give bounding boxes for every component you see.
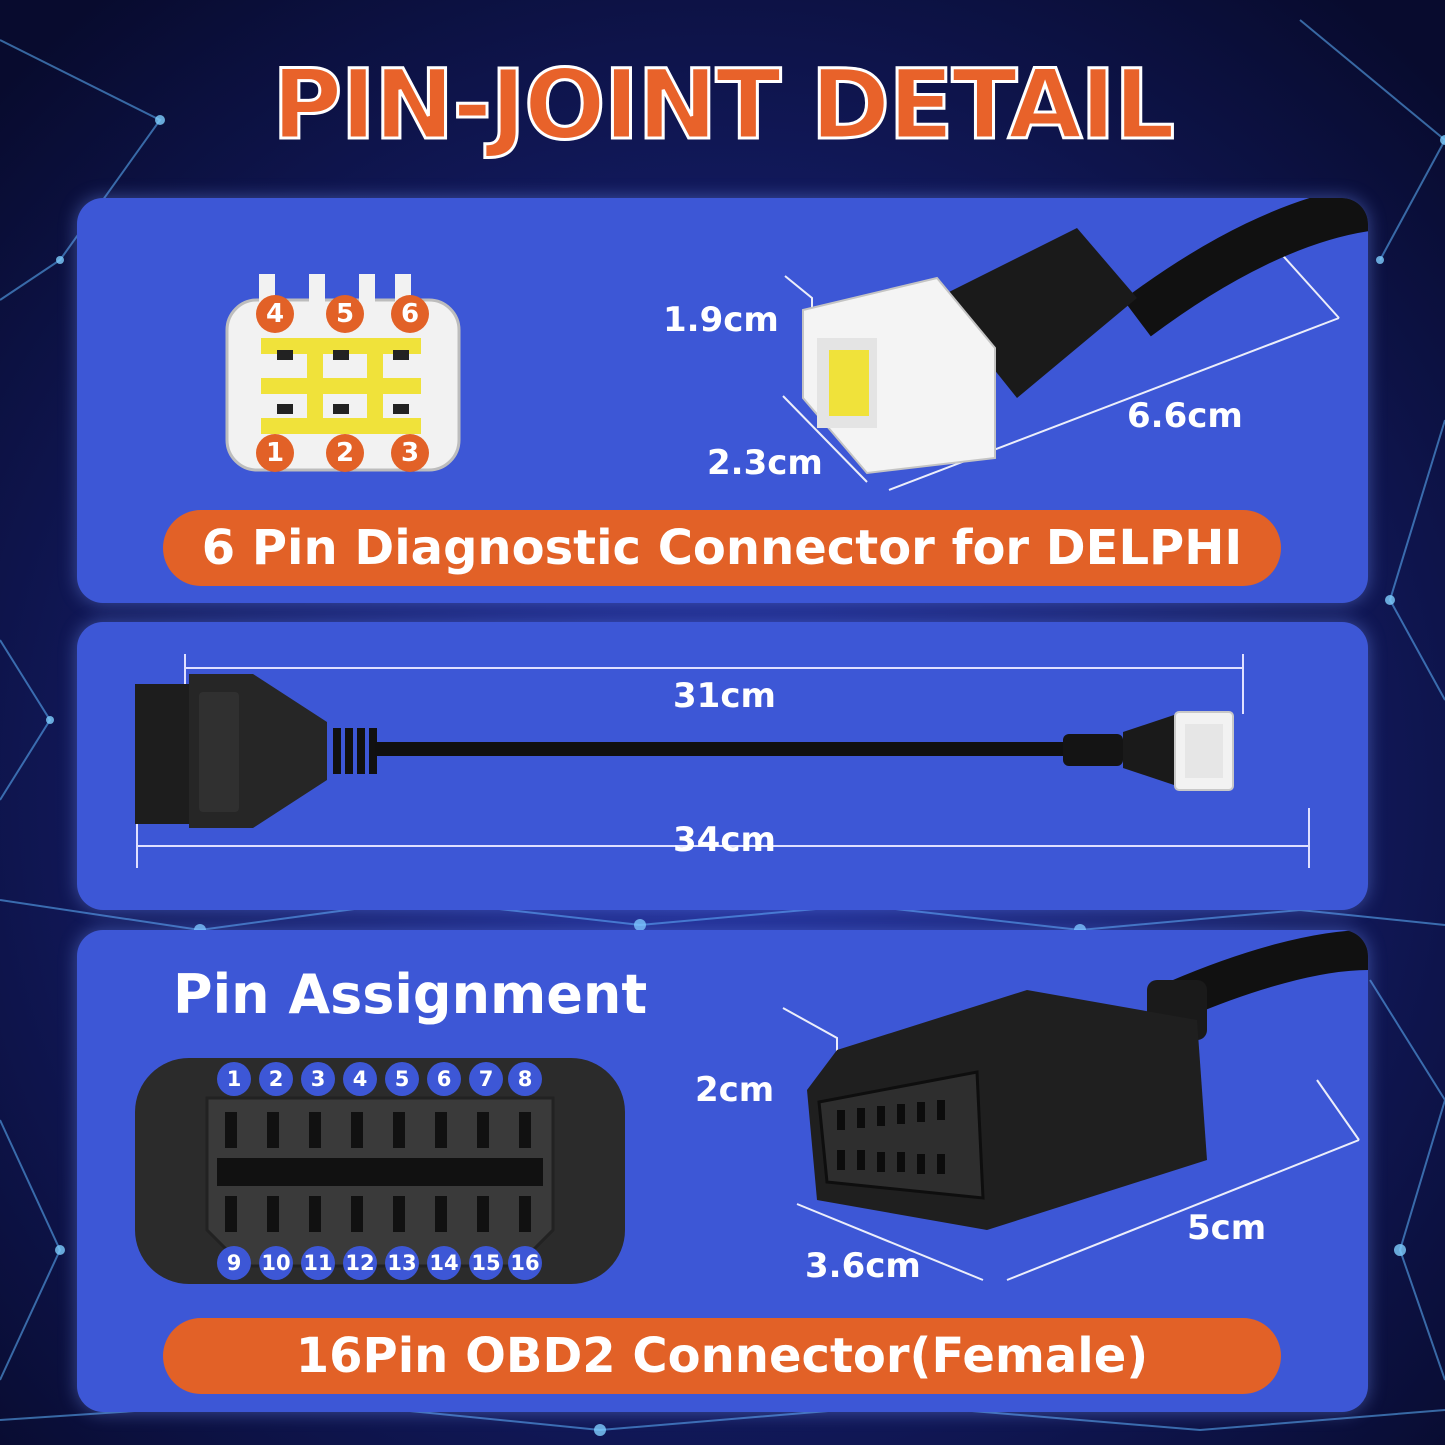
obd-pin-1: 1 bbox=[217, 1062, 251, 1096]
obd-pin-2: 2 bbox=[259, 1062, 293, 1096]
pin-assignment-heading: Pin Assignment bbox=[173, 963, 648, 1026]
obd-pin-10: 10 bbox=[259, 1246, 293, 1280]
obd-pin-4: 4 bbox=[343, 1062, 377, 1096]
obd-pin-15: 15 bbox=[469, 1246, 503, 1280]
page-title: PIN-JOINT DETAIL bbox=[270, 49, 1176, 162]
delphi-pin-1: 1 bbox=[256, 434, 294, 472]
delphi-pin-6: 6 bbox=[391, 295, 429, 333]
delphi-height-dimension: 1.9cm bbox=[663, 300, 779, 340]
obd-pin-12: 12 bbox=[343, 1246, 377, 1280]
obd2-connector-panel: Pin Assignment 1 2 3 4 5 6 7 8 9 10 11 1… bbox=[77, 930, 1368, 1412]
delphi-length-dimension: 6.6cm bbox=[1127, 396, 1243, 436]
delphi-connector-image bbox=[782, 198, 1368, 491]
obd2-connector-image bbox=[782, 930, 1368, 1281]
obd2-pinout-diagram bbox=[135, 1058, 625, 1284]
obd-pin-9: 9 bbox=[217, 1246, 251, 1280]
obd-pin-14: 14 bbox=[427, 1246, 461, 1280]
obd-pin-16: 16 bbox=[508, 1246, 542, 1280]
cable-length-panel: 31cm 34cm bbox=[77, 622, 1368, 910]
delphi-pinout-diagram bbox=[225, 274, 461, 472]
obd2-height-dimension: 2cm bbox=[695, 1070, 775, 1110]
obd-pin-8: 8 bbox=[508, 1062, 542, 1096]
delphi-connector-label: 6 Pin Diagnostic Connector for DELPHI bbox=[163, 510, 1281, 586]
obd-pin-6: 6 bbox=[427, 1062, 461, 1096]
total-length-dimension: 34cm bbox=[673, 820, 776, 860]
obd2-width-dimension: 3.6cm bbox=[805, 1246, 921, 1286]
obd-pin-13: 13 bbox=[385, 1246, 419, 1280]
delphi-pin-3: 3 bbox=[391, 434, 429, 472]
obd2-connector-label: 16Pin OBD2 Connector(Female) bbox=[163, 1318, 1281, 1394]
obd-pin-5: 5 bbox=[385, 1062, 419, 1096]
cable-length-dimension: 31cm bbox=[673, 676, 776, 716]
cable-image bbox=[135, 654, 1310, 868]
obd2-length-dimension: 5cm bbox=[1187, 1208, 1267, 1248]
obd-pin-7: 7 bbox=[469, 1062, 503, 1096]
delphi-connector-panel: 4 5 6 1 2 3 1.9cm 2.3cm 6.6cm 6 Pin Diag… bbox=[77, 198, 1368, 603]
delphi-pin-2: 2 bbox=[326, 434, 364, 472]
delphi-width-dimension: 2.3cm bbox=[707, 443, 823, 483]
obd-pin-11: 11 bbox=[301, 1246, 335, 1280]
delphi-pin-5: 5 bbox=[326, 295, 364, 333]
delphi-pin-4: 4 bbox=[256, 295, 294, 333]
obd-pin-3: 3 bbox=[301, 1062, 335, 1096]
